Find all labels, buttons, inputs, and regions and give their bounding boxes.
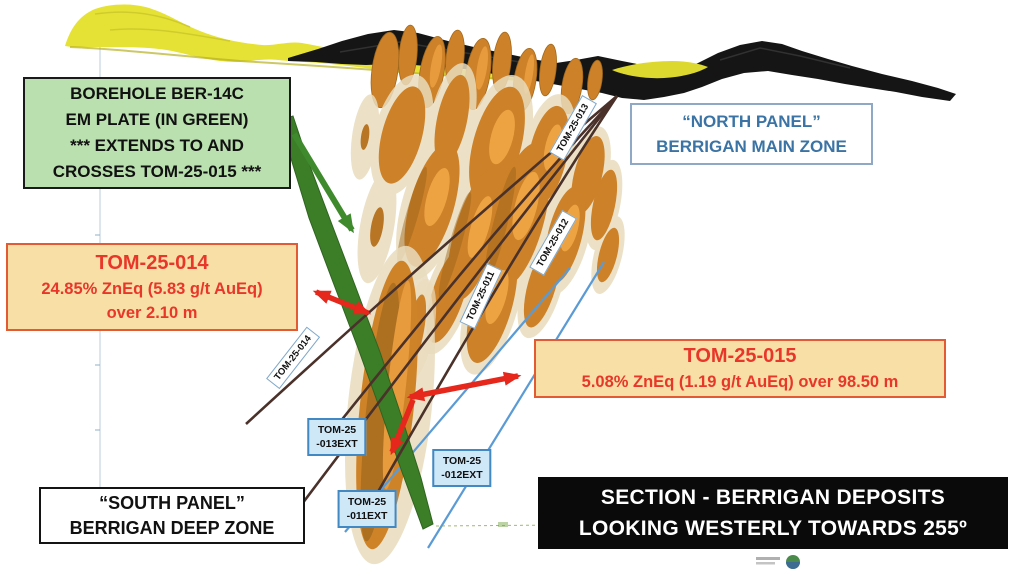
software-logo	[756, 555, 800, 569]
tom-25-014-highlight-box: TOM-25-014 24.85% ZnEq (5.83 g/t AuEq) o…	[6, 243, 298, 331]
red-annotation-arrows	[312, 289, 522, 456]
ext-label-line: TOM-25	[317, 424, 357, 436]
drillhole-label-tom-25-013ext: TOM-25 -013EXT	[307, 418, 367, 456]
interval: over 2.10 m	[106, 303, 198, 322]
em-plate-note-box: BOREHOLE BER-14C EM PLATE (IN GREEN) ***…	[23, 77, 291, 189]
em-plate-note-line: EM PLATE (IN GREEN)	[65, 110, 249, 129]
em-plate-note-line: CROSSES TOM-25-015 ***	[52, 162, 262, 181]
drillhole-label-tom-25-011ext: TOM-25 -011EXT	[337, 490, 397, 528]
grade-interval: 24.85% ZnEq (5.83 g/t AuEq)	[41, 279, 263, 298]
ext-label-line: TOM-25	[347, 496, 387, 508]
em-plate-note-line: *** EXTENDS TO AND	[70, 136, 244, 155]
caption-line: SECTION - BERRIGAN DEPOSITS	[600, 486, 946, 509]
hole-id: TOM-25-014	[95, 251, 209, 274]
caption-line: LOOKING WESTERLY TOWARDS 255º	[578, 517, 968, 540]
grade-interval: 5.08% ZnEq (1.19 g/t AuEq) over 98.50 m	[581, 373, 899, 391]
red-arrow-tom-25-015	[406, 371, 522, 402]
tom-25-015-highlight-box: TOM-25-015 5.08% ZnEq (1.19 g/t AuEq) ov…	[534, 339, 946, 398]
ext-label-line: -013EXT	[316, 438, 358, 450]
mineralization-cluster	[350, 63, 625, 375]
section-caption: SECTION - BERRIGAN DEPOSITS LOOKING WEST…	[538, 477, 1008, 549]
red-arrow-branch	[389, 398, 416, 456]
zone-name: BERRIGAN MAIN ZONE	[656, 137, 847, 156]
zone-name: BERRIGAN DEEP ZONE	[69, 517, 275, 538]
red-arrow-tom-25-014	[312, 289, 372, 316]
ext-label-line: -011EXT	[346, 510, 388, 522]
north-panel-label: “NORTH PANEL” BERRIGAN MAIN ZONE	[630, 103, 873, 165]
green-arrow-em-plate	[291, 132, 355, 234]
south-panel-label: “SOUTH PANEL” BERRIGAN DEEP ZONE	[39, 487, 305, 544]
ext-label-line: -012EXT	[441, 469, 483, 481]
em-plate-note-line: BOREHOLE BER-14C	[70, 84, 244, 103]
panel-name: “NORTH PANEL”	[682, 112, 821, 131]
panel-name: “SOUTH PANEL”	[99, 492, 245, 513]
ext-label-line: TOM-25	[442, 455, 482, 467]
drillhole-label-tom-25-012ext: TOM-25 -012EXT	[432, 449, 492, 487]
em-plate-green	[286, 115, 434, 530]
hole-id: TOM-25-015	[683, 345, 797, 367]
